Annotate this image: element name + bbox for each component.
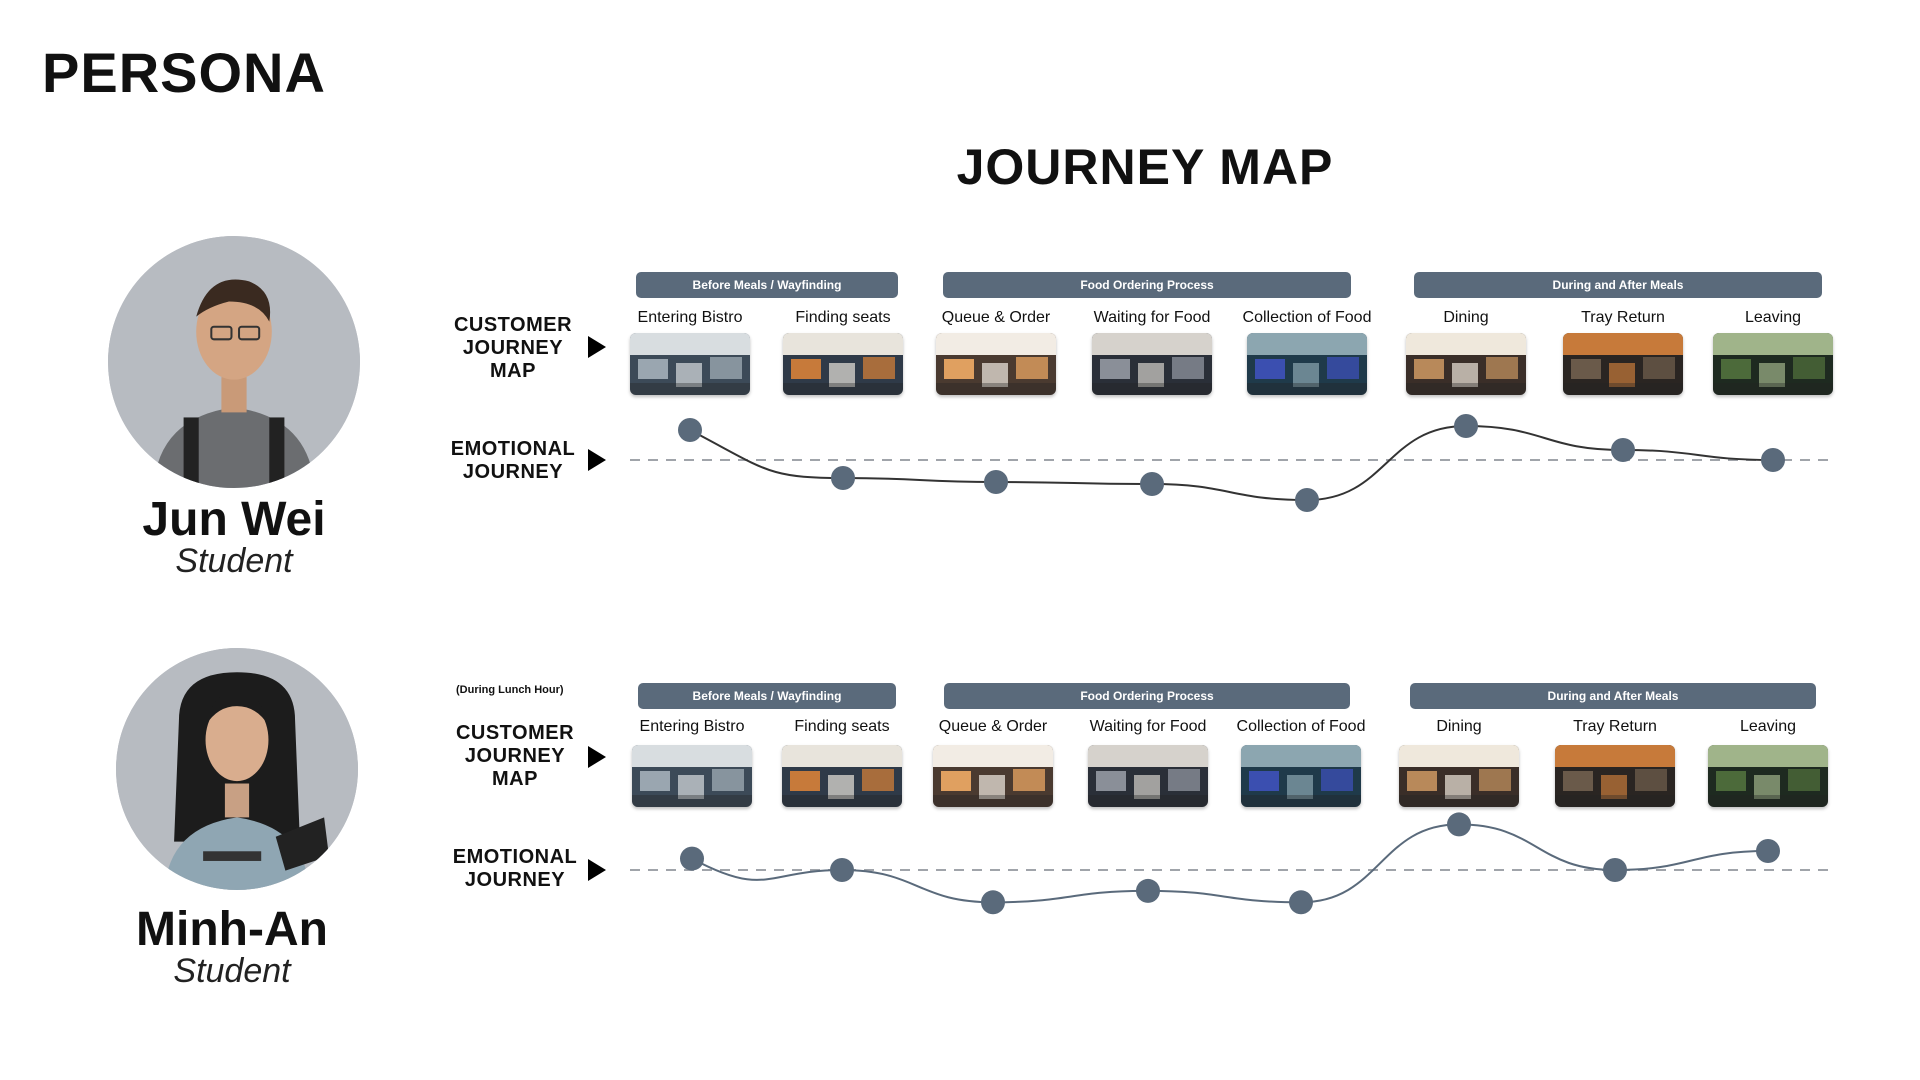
journey-step-photo — [1406, 333, 1526, 395]
journey-step-label: Leaving — [1739, 718, 1797, 735]
emotion-point — [830, 858, 854, 882]
emotion-point — [1289, 890, 1313, 915]
journey-step-label: Waiting for Food — [1089, 718, 1207, 735]
emotional-journey-label: EMOTIONAL JOURNEY — [450, 438, 576, 483]
journey-step-photo — [1555, 745, 1675, 807]
journey-step-photo — [782, 745, 902, 807]
avatar-minh-an — [116, 648, 358, 890]
journey-step-photo — [1399, 745, 1519, 807]
emotion-point — [984, 470, 1008, 494]
emotion-point — [1136, 878, 1160, 903]
emotional-journey-label: EMOTIONAL JOURNEY — [452, 846, 578, 891]
arrow-right-icon — [588, 746, 606, 768]
journey-step-photo — [1092, 333, 1212, 395]
avatar-jun-wei — [108, 236, 360, 488]
photo-icon — [1555, 745, 1675, 807]
photo-icon — [1399, 745, 1519, 807]
emotion-point — [1761, 448, 1785, 472]
emotion-point — [1611, 438, 1635, 462]
customer-journey-label: CUSTOMER JOURNEY MAP — [455, 722, 575, 790]
emotion-point — [981, 890, 1005, 915]
journey-step-label: Tray Return — [1581, 309, 1665, 326]
phase-pill: Before Meals / Wayfinding — [636, 272, 898, 298]
emotion-point — [1140, 472, 1164, 496]
photo-icon — [632, 745, 752, 807]
phase-pill: Food Ordering Process — [943, 272, 1351, 298]
journey-step-label: Waiting for Food — [1093, 309, 1211, 326]
emotion-curve — [689, 424, 1774, 502]
emotion-point — [1454, 414, 1478, 438]
arrow-right-icon — [588, 449, 606, 471]
journey-step-label: Dining — [1436, 718, 1482, 735]
arrow-right-icon — [588, 859, 606, 881]
emotion-point — [680, 846, 704, 871]
journey-step-photo — [630, 333, 750, 395]
journey-step-label: Queue & Order — [941, 309, 1051, 326]
persona-role: Student — [175, 542, 293, 580]
time-note: (During Lunch Hour) — [456, 684, 564, 696]
customer-journey-label: CUSTOMER JOURNEY MAP — [453, 314, 573, 382]
journey-step-label: Entering Bistro — [639, 718, 745, 735]
persona-name: Minh-An — [136, 903, 328, 956]
journey-step-label: Finding seats — [794, 718, 890, 735]
photo-icon — [1088, 745, 1208, 807]
emotion-curve — [691, 823, 1769, 904]
journey-step-label: Tray Return — [1573, 718, 1657, 735]
journey-step-photo — [632, 745, 752, 807]
journey-step-photo — [783, 333, 903, 395]
emotion-point — [831, 466, 855, 490]
persona-name: Jun Wei — [142, 493, 326, 546]
photo-icon — [1092, 333, 1212, 395]
journey-step-photo — [1247, 333, 1367, 395]
journey-step-photo — [1563, 333, 1683, 395]
journey-map-title: JOURNEY MAP — [956, 139, 1334, 195]
photo-icon — [1406, 333, 1526, 395]
photo-icon — [783, 333, 903, 395]
photo-icon — [1247, 333, 1367, 395]
journey-step-label: Leaving — [1744, 309, 1802, 326]
emotion-point — [1447, 812, 1471, 837]
page-title: PERSONA — [42, 41, 326, 104]
journey-step-label: Queue & Order — [938, 718, 1048, 735]
phase-pill: Before Meals / Wayfinding — [638, 683, 896, 709]
photo-icon — [936, 333, 1056, 395]
journey-step-label: Entering Bistro — [637, 309, 743, 326]
journey-step-label: Collection of Food — [1236, 718, 1366, 735]
persona-role: Student — [173, 952, 291, 990]
photo-icon — [782, 745, 902, 807]
emotion-point — [678, 418, 702, 442]
phase-pill: During and After Meals — [1414, 272, 1822, 298]
journey-step-photo — [936, 333, 1056, 395]
person-photo-icon — [116, 648, 358, 890]
phase-pill: Food Ordering Process — [944, 683, 1350, 709]
journey-step-label: Finding seats — [795, 309, 891, 326]
journey-step-label: Collection of Food — [1242, 309, 1372, 326]
person-photo-icon — [108, 236, 360, 488]
arrow-right-icon — [588, 336, 606, 358]
phase-pill: During and After Meals — [1410, 683, 1816, 709]
journey-step-photo — [1708, 745, 1828, 807]
photo-icon — [1563, 333, 1683, 395]
photo-icon — [1241, 745, 1361, 807]
emotion-point — [1603, 858, 1627, 882]
journey-step-photo — [1088, 745, 1208, 807]
journey-step-photo — [933, 745, 1053, 807]
photo-icon — [1713, 333, 1833, 395]
journey-step-photo — [1713, 333, 1833, 395]
emotion-point — [1756, 839, 1780, 863]
journey-step-photo — [1241, 745, 1361, 807]
emotion-point — [1295, 488, 1319, 512]
photo-icon — [630, 333, 750, 395]
journey-step-label: Dining — [1443, 309, 1489, 326]
photo-icon — [1708, 745, 1828, 807]
photo-icon — [933, 745, 1053, 807]
